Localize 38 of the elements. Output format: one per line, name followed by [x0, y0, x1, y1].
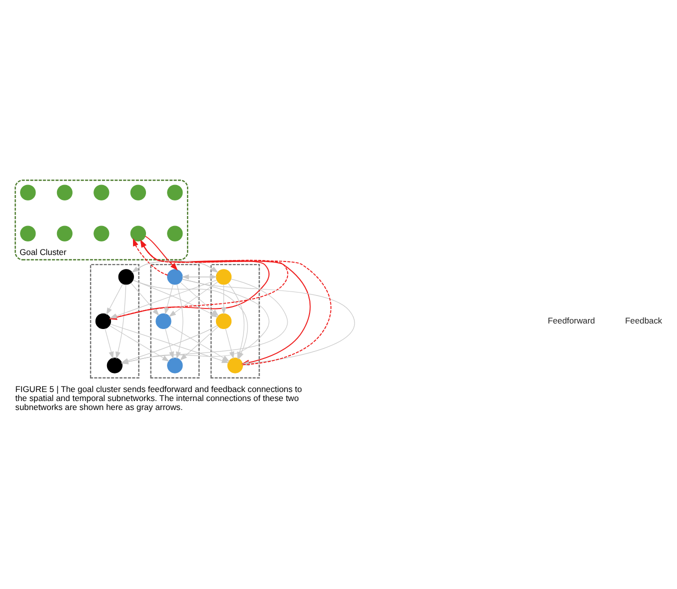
arrow: [180, 326, 219, 360]
node-circle: [167, 184, 183, 200]
node-circle: [56, 225, 72, 241]
arrow: [170, 324, 230, 362]
node-circle: [130, 184, 146, 200]
node-circle: [56, 184, 72, 200]
legend-label: Feedforward: [548, 314, 595, 325]
node-circle: [20, 225, 36, 241]
node-circle: [227, 357, 243, 373]
arrow: [144, 235, 178, 270]
arrow: [120, 324, 218, 363]
arrow: [221, 284, 226, 314]
arrow: [116, 284, 126, 359]
node-circle: [216, 312, 232, 329]
arrow: [225, 328, 234, 358]
node-circle: [167, 268, 183, 284]
node-circle: [167, 357, 183, 373]
arrow: [104, 328, 114, 358]
node-circle: [106, 357, 123, 373]
node-circle: [20, 184, 36, 200]
arrow: [130, 282, 160, 316]
caption: FIGURE 5 | The goal cluster sends feedforward and feedback connections to the spatial and temporal subnetworks. The internal connections of these two subnetworks are shown here as gray arrows.: [15, 383, 302, 412]
node-circle: [94, 225, 110, 241]
node-circle: [156, 312, 172, 329]
node-circle: [167, 225, 183, 241]
cluster: Goal Cluster: [14, 179, 188, 260]
arrow: [109, 324, 170, 362]
node-circle: [130, 225, 146, 241]
arrow: [164, 283, 174, 314]
arrow: [176, 283, 184, 359]
node-circle: [94, 184, 110, 200]
node-circle: [216, 268, 232, 284]
arrow: [132, 238, 168, 276]
legend-label: Feedback: [625, 314, 662, 325]
node-circle: [95, 312, 112, 329]
node-circle: [118, 268, 134, 284]
arrow: [164, 328, 174, 358]
arrow: [106, 283, 124, 315]
